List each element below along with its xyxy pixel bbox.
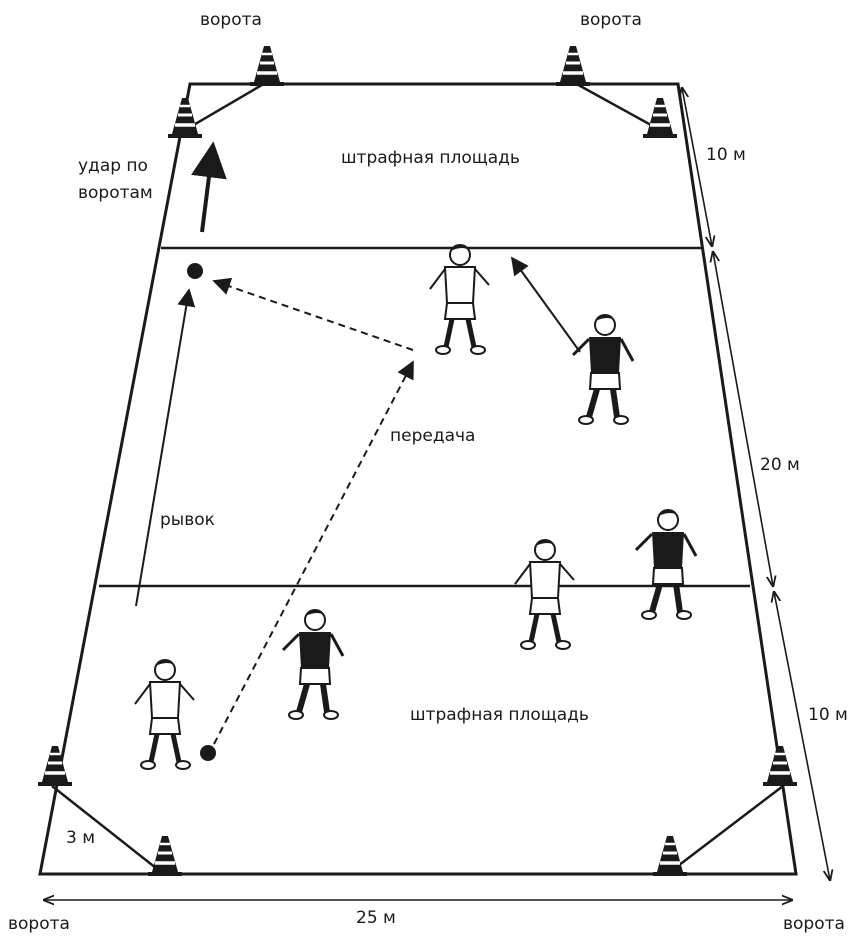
cone-icon	[554, 44, 592, 88]
cone-icon	[761, 744, 799, 788]
cone-icon	[248, 44, 286, 88]
player-light-icon	[135, 660, 194, 769]
dimension-label-20m: 20 м	[760, 455, 800, 475]
pass-arrow	[213, 360, 414, 745]
dimension-label-10m-top: 10 м	[706, 145, 746, 165]
pass-label: передача	[390, 426, 476, 446]
cone-icon	[146, 834, 184, 878]
dimension-lines	[44, 88, 830, 900]
shot-arrow	[191, 141, 227, 233]
penalty-area-label-bottom: штрафная площадь	[410, 705, 589, 725]
goal-label-top-left: ворота	[200, 10, 262, 30]
dimension-label-3m: 3 м	[66, 828, 96, 848]
runner-arrow	[510, 256, 581, 353]
cone-icon	[36, 744, 74, 788]
ball-icon	[200, 745, 216, 761]
ball-icon	[187, 263, 203, 279]
sprint-label: рывок	[160, 510, 215, 530]
cone-icon	[651, 834, 689, 878]
shot-label-line1: удар по	[78, 156, 148, 176]
goal-label-top-right: ворота	[580, 10, 642, 30]
player-light-icon	[515, 540, 574, 649]
pass-arrow	[212, 277, 414, 351]
shot-label-line2: воротам	[78, 183, 153, 203]
penalty-area-label-top: штрафная площадь	[341, 148, 520, 168]
player-dark-icon	[573, 315, 633, 424]
goal-label-bottom-left: ворота	[8, 914, 70, 934]
dimension-label-25m: 25 м	[356, 908, 396, 928]
player-dark-icon	[636, 510, 696, 619]
sprint-arrow	[135, 288, 196, 607]
player-dark-icon	[283, 610, 343, 719]
player-light-icon	[430, 245, 489, 354]
cone-icon	[641, 96, 679, 140]
cone-icon	[166, 96, 204, 140]
goal-lines	[51, 80, 784, 873]
goal-label-bottom-right: ворота	[783, 914, 845, 934]
dimension-label-10m-bottom: 10 м	[808, 705, 848, 725]
